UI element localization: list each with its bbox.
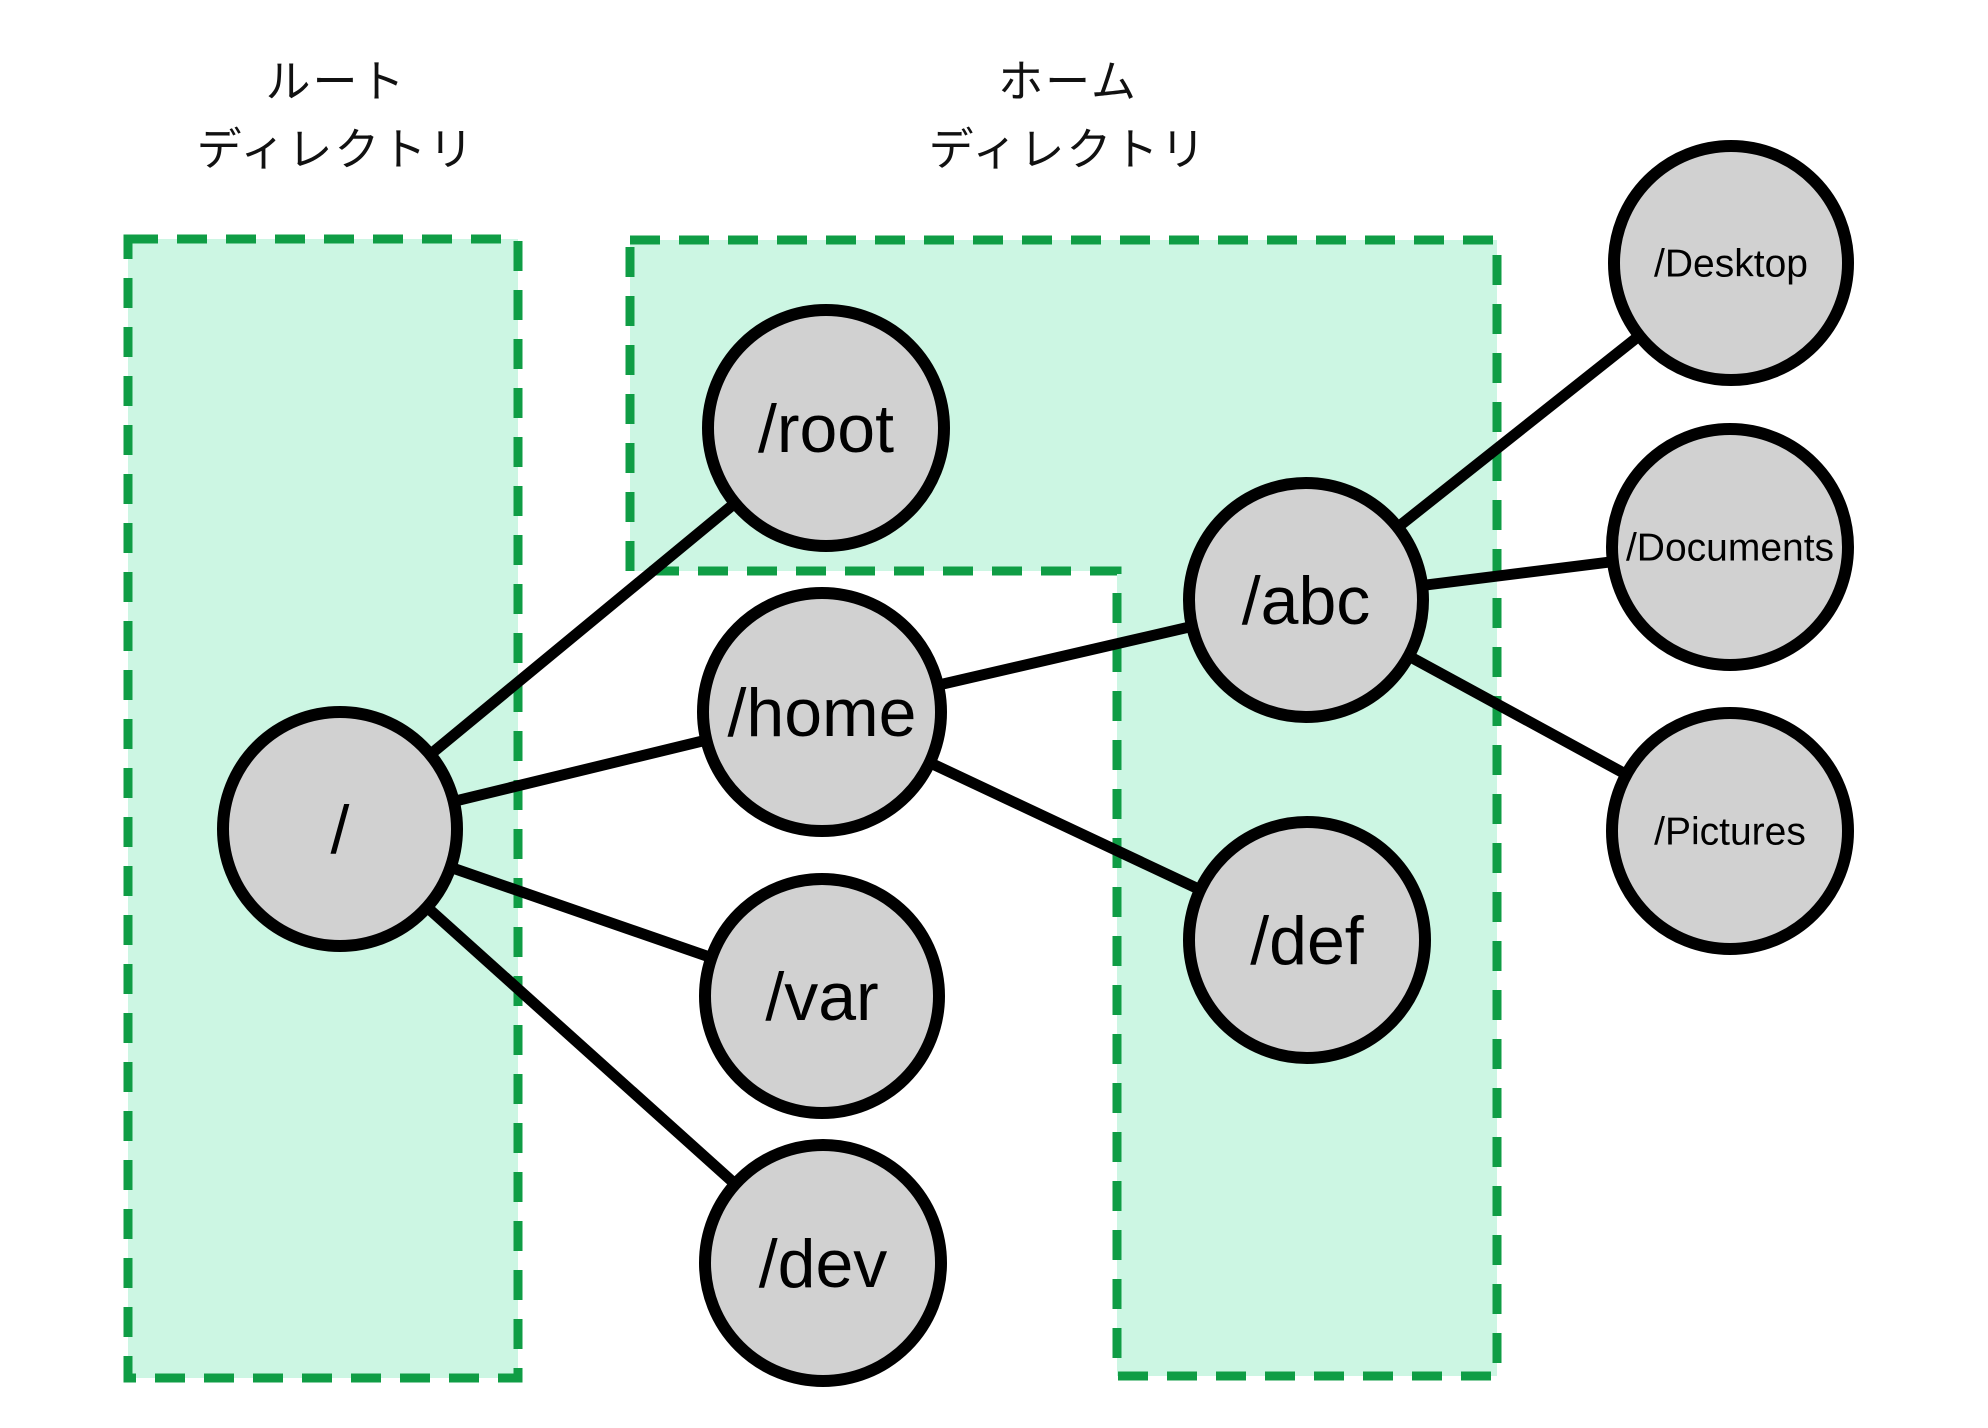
node-circle-var	[699, 873, 945, 1119]
node-circle-def	[1183, 816, 1431, 1064]
node-slash: /	[217, 706, 463, 952]
node-circle-root	[702, 304, 950, 552]
node-label-def: /def	[1250, 903, 1364, 979]
root-directory-title-line1: ルート	[265, 56, 407, 107]
home-directory-title: ホーム ディレクトリ	[929, 48, 1208, 184]
node-pictures: /Pictures	[1606, 707, 1854, 955]
node-documents: /Documents	[1606, 423, 1854, 671]
node-label-abc: /abc	[1242, 563, 1371, 639]
node-def: /def	[1183, 816, 1431, 1064]
node-label-dev: /dev	[759, 1226, 888, 1302]
node-label-slash: /	[331, 792, 350, 868]
node-var: /var	[699, 873, 945, 1119]
node-circle-home	[697, 587, 947, 837]
node-root: /root	[702, 304, 950, 552]
nodes-layer: / /root/home/var/dev/abc/def/Desktop/Docu…	[217, 140, 1854, 1387]
home-directory-title-line2: ディレクトリ	[928, 124, 1208, 175]
node-desktop: /Desktop	[1608, 140, 1854, 386]
node-abc: /abc	[1183, 477, 1429, 723]
node-circle-dev	[699, 1139, 947, 1387]
root-directory-title-line2: ディレクトリ	[196, 124, 476, 175]
node-label-var: /var	[765, 959, 878, 1035]
node-circle-documents	[1606, 423, 1854, 671]
root-directory-title: ルート ディレクトリ	[197, 48, 476, 184]
node-label-home: /home	[728, 675, 917, 751]
node-circle-slash	[217, 706, 463, 952]
node-label-documents: /Documents	[1626, 527, 1834, 570]
node-home: /home	[697, 587, 947, 837]
node-label-desktop: /Desktop	[1654, 243, 1808, 286]
node-dev: /dev	[699, 1139, 947, 1387]
home-directory-title-line1: ホーム	[998, 56, 1138, 107]
node-circle-desktop	[1608, 140, 1854, 386]
node-label-pictures: /Pictures	[1654, 811, 1806, 854]
node-label-root: /root	[758, 391, 894, 467]
node-circle-abc	[1183, 477, 1429, 723]
node-circle-pictures	[1606, 707, 1854, 955]
